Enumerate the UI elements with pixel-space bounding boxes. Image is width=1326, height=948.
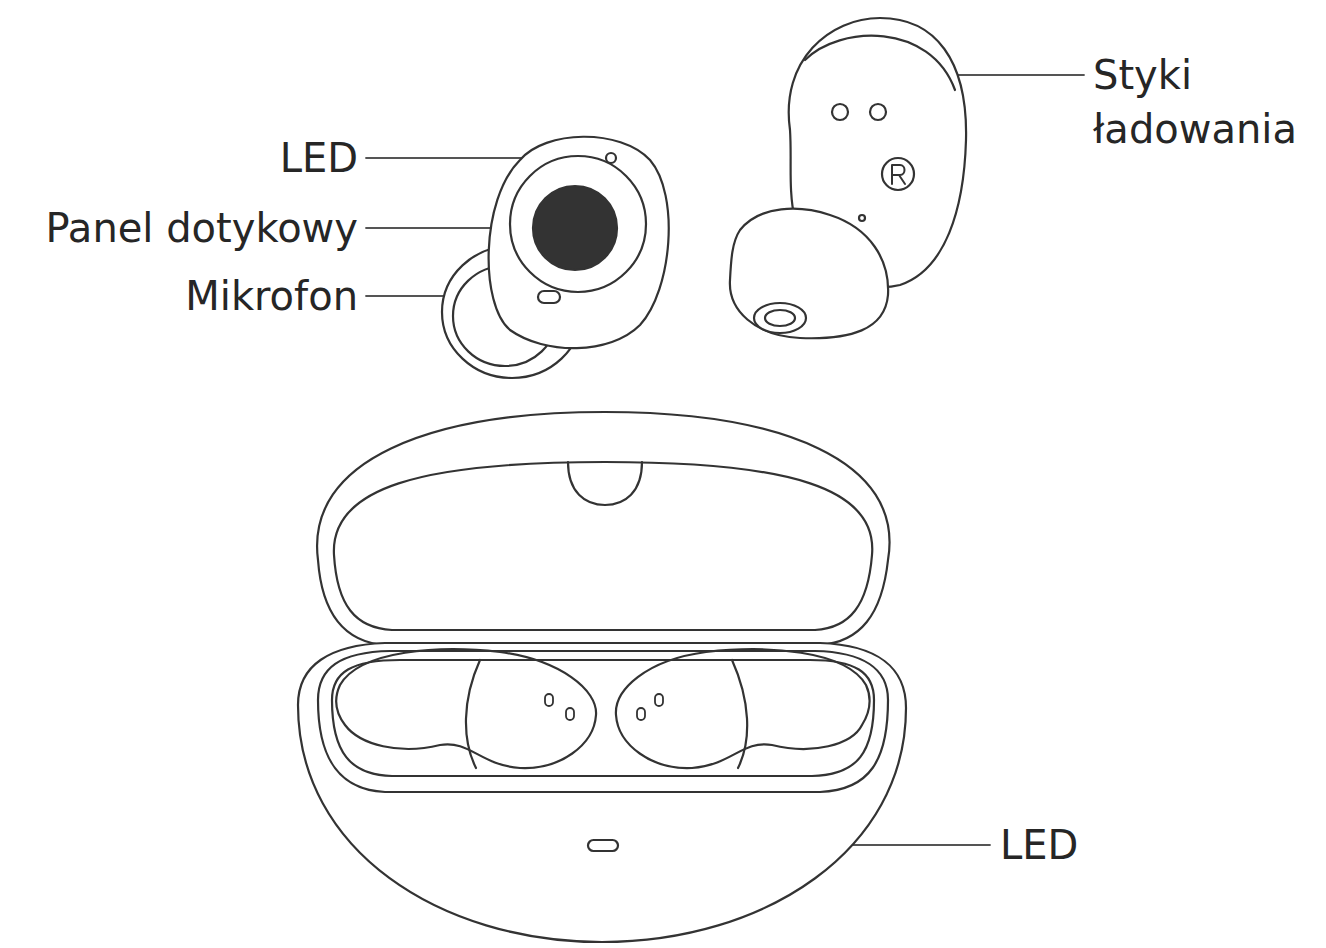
charging-contact [832,104,848,120]
case-contact [655,694,663,706]
part-label: LED [1000,818,1078,872]
lid-rim [334,462,872,630]
ear-tip-nozzle [754,303,806,333]
earbud-body [489,137,669,348]
led-dot [606,153,616,163]
ear-tip [730,209,888,338]
part-label-multiline: Styki ładowania [1093,48,1289,156]
lid-shell [317,412,889,645]
case-base [298,643,906,942]
cradle-contour [466,660,480,768]
base-shell [298,643,906,942]
case-contact [566,708,574,720]
case-contact [637,708,645,720]
earbud-cradle [336,649,596,768]
part-label: Mikrofon [185,269,358,323]
left-earbud [442,137,669,378]
right-earbud [730,18,966,338]
case-led [588,840,618,851]
touch-ring [510,156,646,292]
base-rim [318,651,888,792]
case-lid [317,412,889,645]
microphone-hole [538,291,560,303]
part-label: Panel dotykowy [46,201,358,255]
sensor-dot [859,215,865,221]
case-contact [545,694,553,706]
earbud-edge [805,36,955,90]
charging-contact [870,104,886,120]
side-marker-letter [892,165,905,184]
side-marker [882,158,914,190]
cradle-contour [732,660,747,768]
touch-panel [533,186,617,270]
base-inner-rim [332,660,874,776]
ear-tip-nozzle-inner [765,310,795,326]
part-label: LED [280,131,358,185]
lid-notch [568,462,642,505]
earbud-cradle [616,649,870,768]
